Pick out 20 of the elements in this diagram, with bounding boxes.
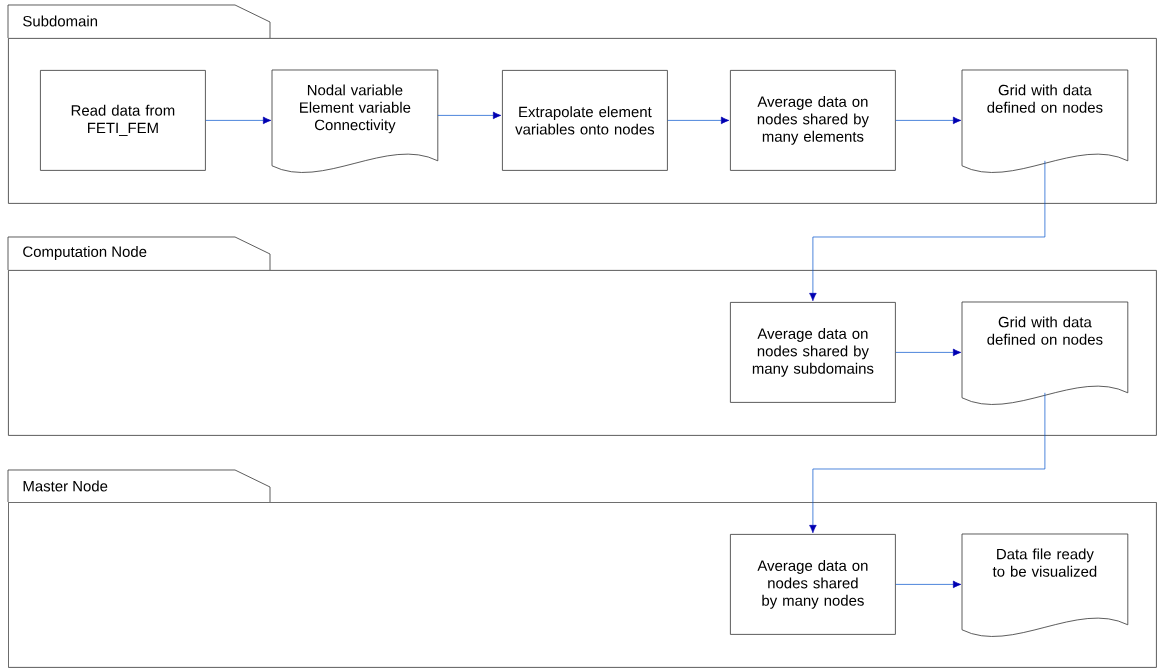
arrow bbox=[895, 580, 962, 589]
document-shape: Data file ready to be visualized bbox=[961, 533, 1129, 637]
arrow bbox=[437, 111, 502, 120]
node-label: Computation Node bbox=[23, 246, 147, 260]
arrow bbox=[895, 348, 962, 357]
process-box: Average data on nodes shared by many nodes bbox=[730, 534, 896, 635]
process-box: Average data on nodes shared by many elements bbox=[730, 70, 896, 171]
node-label: Subdomain bbox=[23, 15, 98, 27]
process-box: Extrapolate element variables onto nodes bbox=[502, 70, 668, 171]
document-shape: Grid with data defined on nodes bbox=[961, 69, 1129, 173]
arrow bbox=[895, 116, 962, 125]
process-box: Average data on nodes shared by many subdomains bbox=[730, 302, 896, 403]
node-label: Master Node bbox=[23, 480, 108, 492]
arrow bbox=[809, 392, 1046, 534]
arrow bbox=[809, 160, 1046, 302]
document-shape: Grid with data defined on nodes bbox=[961, 301, 1129, 405]
document-shape: Nodal variable Element variable Connectivity bbox=[271, 69, 439, 173]
process-box: Read data from FETI_FEM bbox=[40, 70, 206, 171]
arrow bbox=[667, 116, 730, 125]
arrow bbox=[205, 116, 272, 125]
